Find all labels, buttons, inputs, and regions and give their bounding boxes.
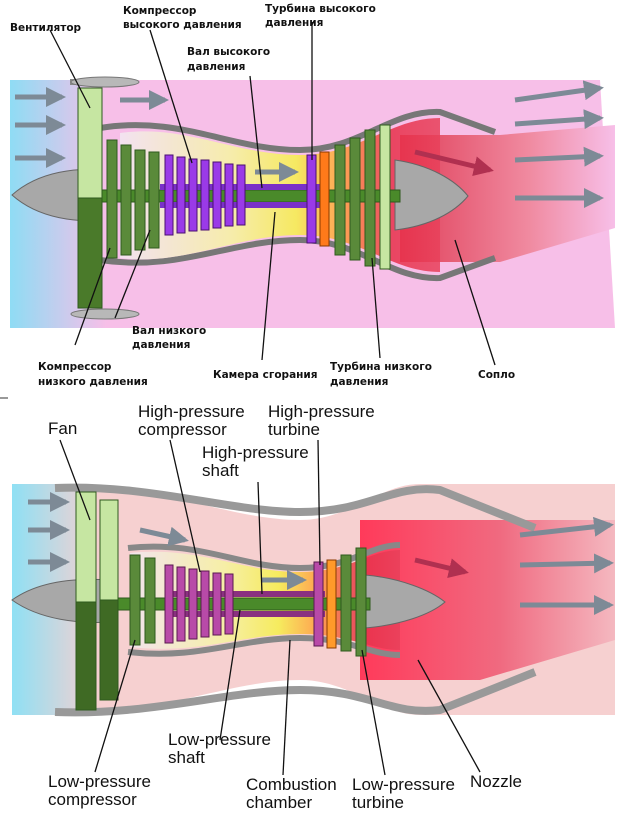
core-casing-bottom-ru (99, 236, 497, 282)
labels-en: Fan High-pressure compressor High-pressu… (48, 402, 522, 812)
fan-en (75, 491, 119, 711)
flow-arrows-en (28, 492, 614, 615)
label-lp-shaft-ru-2: давления (132, 339, 190, 351)
engine-diagram-en: Fan High-pressure compressor High-pressu… (11, 402, 615, 812)
core-casing-bottom-en (127, 634, 401, 658)
label-hp-compressor-en-2: compressor (138, 420, 227, 439)
label-lp-compressor-en-1: Low-pressure (48, 772, 151, 791)
outer-casing-bottom-en (54, 668, 537, 717)
hp-compressor-ru (164, 154, 246, 236)
label-hp-shaft-ru-2: давления (187, 61, 245, 73)
label-lp-compressor-en-2: compressor (48, 790, 137, 809)
label-lp-turbine-ru-1: Турбина низкого (330, 361, 432, 373)
hp-turbine-en (313, 559, 337, 649)
fan-ru (77, 87, 103, 309)
lp-turbine-ru (334, 124, 391, 270)
lp-compressor-ru (106, 139, 160, 259)
label-hp-turbine-ru-1: Турбина высокого (265, 3, 376, 15)
labels-ru: Вентилятор Компрессор высокого давления … (10, 3, 515, 388)
label-combustion-en-2: chamber (246, 793, 312, 812)
label-fan-ru: Вентилятор (10, 22, 82, 34)
lp-turbine-en (340, 547, 367, 657)
label-lp-turbine-en-1: Low-pressure (352, 775, 455, 794)
hp-compressor-en (164, 564, 234, 644)
label-nozzle-ru: Сопло (478, 369, 515, 381)
flow-arrows-ru (15, 80, 604, 208)
label-lp-compressor-ru-1: Компрессор (38, 361, 112, 373)
label-hp-shaft-en-2: shaft (202, 461, 239, 480)
lp-compressor-en (129, 554, 156, 646)
hp-shaft-en (165, 591, 325, 597)
label-lp-shaft-en-1: Low-pressure (168, 730, 271, 749)
tail-cone-ru (394, 159, 469, 231)
label-hp-compressor-en-1: High-pressure (138, 402, 245, 421)
label-hp-compressor-ru-1: Компрессор (123, 5, 197, 17)
label-nozzle-en: Nozzle (470, 772, 522, 791)
label-lp-turbine-ru-2: давления (330, 376, 388, 388)
core-casing-top-en (127, 542, 401, 572)
label-lp-turbine-en-2: turbine (352, 793, 404, 812)
label-hp-compressor-ru-2: высокого давления (123, 19, 242, 31)
label-hp-shaft-en-1: High-pressure (202, 443, 309, 462)
core-casing-top-ru (99, 108, 497, 154)
label-combustion-ru: Камера сгорания (213, 369, 318, 381)
label-hp-turbine-ru-2: давления (265, 17, 323, 29)
label-hp-turbine-en-1: High-pressure (268, 402, 375, 421)
label-lp-shaft-en-2: shaft (168, 748, 205, 767)
label-hp-turbine-en-2: turbine (268, 420, 320, 439)
label-hp-shaft-ru-1: Вал высокого (187, 46, 270, 58)
label-lp-shaft-ru-1: Вал низкого (132, 325, 206, 337)
tail-cone-en (364, 574, 446, 629)
engine-diagram-ru: Вентилятор Компрессор высокого давления … (10, 3, 615, 388)
label-lp-compressor-ru-2: низкого давления (38, 376, 148, 388)
label-combustion-en-1: Combustion (246, 775, 337, 794)
leader-lines-ru (49, 22, 496, 366)
leader-lines-en (59, 439, 481, 776)
outer-casing-top-en (54, 483, 537, 532)
label-fan-en: Fan (48, 419, 77, 438)
